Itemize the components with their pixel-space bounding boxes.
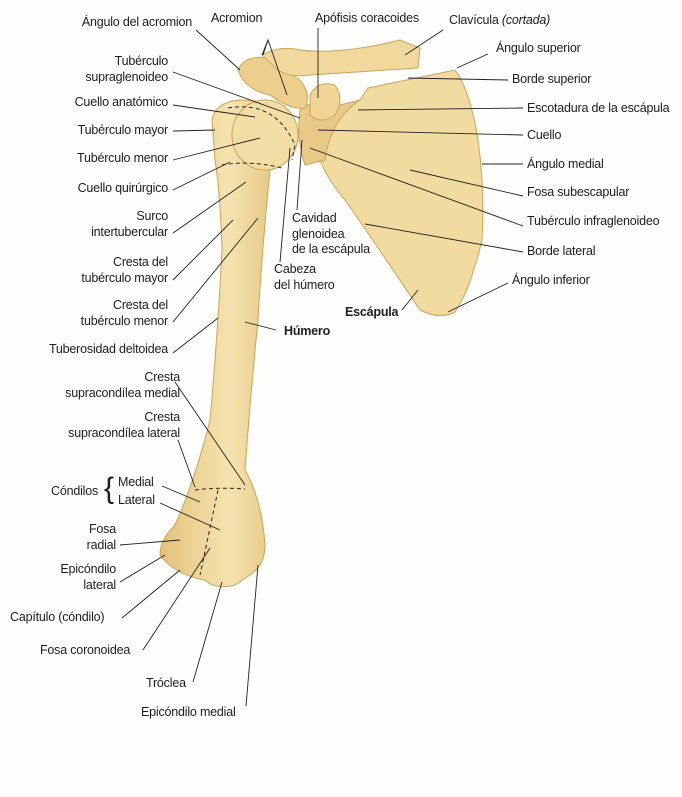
line: Surco	[136, 209, 168, 223]
label-infraglenoideo: Tubérculo infraglenoideo	[527, 214, 660, 228]
line: supraglenoideo	[85, 69, 168, 84]
line: Cabeza	[274, 262, 316, 276]
label-angulo-medial: Ángulo medial	[527, 157, 604, 171]
label-cuello-anatomico: Cuello anatómico	[74, 95, 169, 109]
line: intertubercular	[91, 224, 168, 239]
line: Fosa	[89, 522, 116, 536]
label-cuello: Cuello	[527, 128, 562, 142]
line: de la escápula	[292, 242, 370, 256]
anatomical-neck-dashed	[227, 106, 296, 161]
label-fosa-subescapular: Fosa subescapular	[527, 185, 630, 199]
label-tuberculo-menor: Tubérculo menor	[76, 151, 168, 165]
label-cuello-quirurgico: Cuello quirúrgico	[77, 181, 169, 195]
line: supracondílea medial	[65, 385, 180, 400]
humerus-shape	[159, 99, 299, 588]
clavicula-note: (cortada)	[501, 13, 551, 27]
line: Cresta	[144, 410, 180, 424]
label-epicondilo-medial: Epicóndilo medial	[141, 705, 236, 719]
label-capitulo: Capítulo (cóndilo)	[10, 610, 105, 624]
label-troclea: Tróclea	[146, 676, 186, 690]
condyle-divider-dashed	[199, 489, 219, 576]
label-humero: Húmero	[284, 324, 331, 338]
line: tubérculo menor	[80, 313, 169, 328]
label-escapula: Escápula	[345, 305, 399, 319]
line: Tubérculo	[114, 54, 169, 68]
label-clavicula: Clavícula (cortada)	[449, 13, 550, 29]
line: Cresta	[144, 370, 180, 384]
label-tuberculo-mayor: Tubérculo mayor	[77, 123, 169, 137]
humeral-head	[231, 99, 299, 171]
label-acromion: Acromion	[211, 11, 263, 25]
label-borde-lateral: Borde lateral	[527, 244, 596, 258]
clavicula-text: Clavícula	[449, 13, 499, 27]
leader-lines	[119, 28, 524, 707]
label-borde-superior: Borde superior	[512, 72, 592, 86]
label-tuberosidad: Tuberosidad deltoidea	[48, 342, 168, 356]
label-condilos: Cóndilos	[51, 484, 99, 498]
clavicle-shape	[261, 39, 421, 77]
line: lateral	[83, 577, 116, 592]
line: radial	[86, 537, 117, 552]
surgical-neck-dashed	[221, 162, 283, 169]
line: Cavidad	[292, 211, 337, 225]
line: supracondílea lateral	[68, 425, 180, 440]
line: glenoidea	[292, 226, 345, 241]
label-condilo-lateral: Lateral	[118, 493, 155, 507]
label-coracoides: Apófisis coracoides	[315, 11, 419, 25]
line: Cresta del	[113, 298, 168, 312]
line: del húmero	[274, 277, 335, 292]
line: Epicóndilo	[60, 562, 116, 576]
line: tubérculo mayor	[81, 270, 168, 285]
line: Cresta del	[113, 255, 168, 269]
label-condilo-medial: Medial	[118, 475, 154, 489]
label-escotadura: Escotadura de la escápula	[527, 101, 670, 115]
label-angulo-acromion: Ángulo del acromion	[81, 15, 192, 29]
coracoid-shape	[309, 83, 341, 121]
label-angulo-inferior: Ángulo inferior	[512, 273, 590, 287]
label-fosa-coronoidea: Fosa coronoidea	[40, 643, 131, 657]
brace: {	[104, 472, 115, 505]
acromion-shape	[237, 57, 309, 109]
label-angulo-superior: Ángulo superior	[496, 41, 581, 55]
condyles-dashed	[194, 487, 246, 491]
